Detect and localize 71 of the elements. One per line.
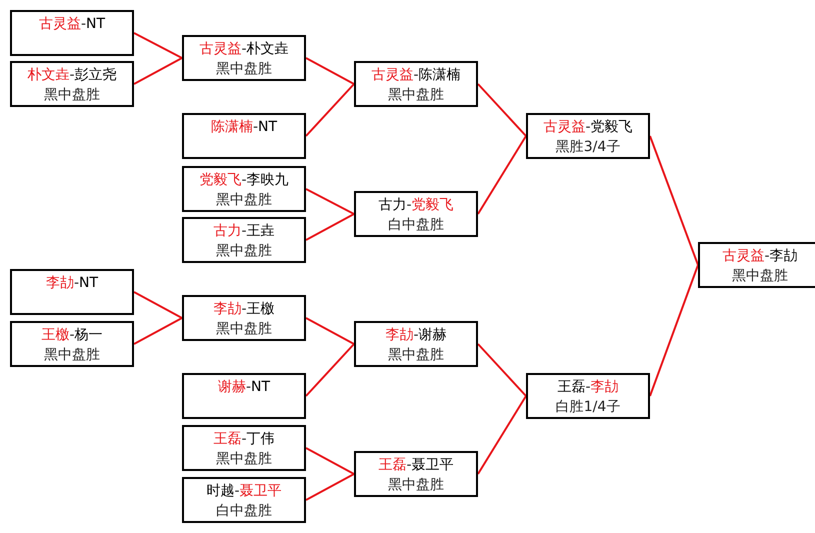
match-box xyxy=(354,321,478,367)
match-box xyxy=(182,166,306,212)
match-result: 黑中盘胜 xyxy=(216,60,272,79)
match-result: 黑中盘胜 xyxy=(44,346,100,365)
match-players: 王檄-杨一 xyxy=(41,326,103,345)
match-box xyxy=(10,269,134,315)
match-box xyxy=(354,61,478,107)
bracket-line xyxy=(306,57,354,85)
match-box xyxy=(182,425,306,471)
match-result: 黑中盘胜 xyxy=(216,242,272,261)
bracket-line xyxy=(134,317,182,345)
match-players: 谢赫-NT xyxy=(218,378,270,397)
match-players: 时越-聂卫平 xyxy=(206,482,282,501)
bracket-line xyxy=(477,395,527,475)
match-box xyxy=(354,191,478,237)
match-result: 黑中盘胜 xyxy=(388,346,444,365)
match-result: 黑中盘胜 xyxy=(216,191,272,210)
match-box xyxy=(354,451,478,497)
match-players: 古灵益-NT xyxy=(38,15,106,34)
match-players: 古灵益-陈潇楠 xyxy=(371,66,461,85)
match-result: 黑中盘胜 xyxy=(44,86,100,105)
match-box xyxy=(526,113,650,159)
match-box xyxy=(698,242,815,288)
match-box xyxy=(182,373,306,419)
bracket-line xyxy=(477,343,527,397)
bracket-line xyxy=(306,213,354,241)
match-box xyxy=(182,295,306,341)
bracket-line xyxy=(306,188,354,215)
match-players: 古灵益-党毅飞 xyxy=(543,118,633,137)
bracket-line xyxy=(306,473,354,501)
bracket-line xyxy=(134,32,182,59)
match-result: 黑中盘胜 xyxy=(388,86,444,105)
bracket-line xyxy=(306,447,354,475)
match-players: 古力-王垚 xyxy=(213,222,275,241)
bracket-line xyxy=(306,317,354,345)
match-box xyxy=(182,477,306,523)
match-result: 白胜1/4子 xyxy=(556,398,620,417)
match-players: 党毅飞-李映九 xyxy=(199,171,289,190)
match-players: 古灵益-李劼 xyxy=(722,247,798,266)
bracket-line xyxy=(649,264,699,396)
match-players: 朴文垚-彭立尧 xyxy=(27,66,117,85)
match-box xyxy=(10,61,134,107)
match-players: 王磊-聂卫平 xyxy=(378,456,454,475)
match-players: 王磊-李劼 xyxy=(557,378,619,397)
bracket-line xyxy=(134,291,182,319)
bracket-line xyxy=(477,135,527,215)
match-box xyxy=(10,10,134,56)
match-result: 黑中盘胜 xyxy=(732,267,788,286)
match-players: 李劼-谢赫 xyxy=(385,326,447,345)
match-result: 黑中盘胜 xyxy=(216,320,272,339)
match-players: 王磊-丁伟 xyxy=(213,430,275,449)
match-result: 黑胜3/4子 xyxy=(556,138,620,157)
bracket-line xyxy=(134,57,182,85)
match-players: 古力-党毅飞 xyxy=(378,196,454,215)
bracket-line xyxy=(305,83,355,137)
match-players: 李劼-NT xyxy=(46,274,98,293)
match-box xyxy=(10,321,134,367)
match-players: 陈潇楠-NT xyxy=(210,118,278,137)
bracket-line xyxy=(305,343,355,397)
match-box xyxy=(182,217,306,263)
match-box xyxy=(182,113,306,159)
match-result: 黑中盘胜 xyxy=(216,450,272,469)
bracket-line xyxy=(477,83,527,137)
match-box xyxy=(182,35,306,81)
match-players: 李劼-王檄 xyxy=(213,300,275,319)
match-result: 白中盘胜 xyxy=(388,216,444,235)
match-players: 古灵益-朴文垚 xyxy=(199,40,289,59)
match-result: 黑中盘胜 xyxy=(388,476,444,495)
bracket-line xyxy=(649,136,699,266)
match-result: 白中盘胜 xyxy=(216,502,272,521)
match-box xyxy=(526,373,650,419)
